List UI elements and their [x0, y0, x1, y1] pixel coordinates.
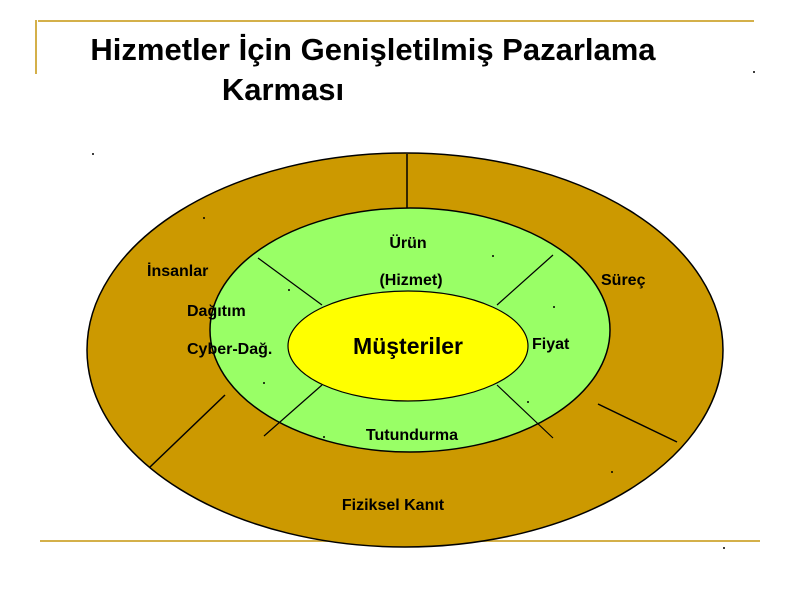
- center-label: Müşteriler: [353, 333, 463, 359]
- inner-top-label-line-1: Ürün: [389, 233, 426, 252]
- decor-dot: [288, 289, 290, 291]
- inner-top-label-line-2: (Hizmet): [379, 272, 442, 289]
- decor-dot: [527, 401, 529, 403]
- outer-left-label: İnsanlar: [147, 262, 208, 280]
- outer-bottom-label: Fiziksel Kanıt: [342, 497, 445, 514]
- title-top-rule: [38, 20, 754, 22]
- inner-bottom-label: Tutundurma: [366, 427, 458, 444]
- decor-dot: [753, 71, 755, 73]
- decor-dot: [723, 547, 725, 549]
- decor-dot: [263, 382, 265, 384]
- decor-dot: [492, 255, 494, 257]
- inner-right-label: Fiyat: [532, 336, 570, 353]
- inner-divider-bottom-left: [263, 384, 323, 437]
- decor-dot: [611, 471, 613, 473]
- decor-dot: [92, 153, 94, 155]
- outer-divider-right: [597, 403, 678, 443]
- decor-dot: [553, 306, 555, 308]
- decor-dot: [203, 217, 205, 219]
- slide-title-line-2: Karması: [221, 72, 345, 107]
- outer-right-label: Süreç: [601, 272, 646, 289]
- inner-left-label-line-2: Cyber-Dağ.: [187, 341, 272, 358]
- slide-title-line-1: Hizmetler İçin Genişletilmiş Pazarlama: [90, 32, 656, 67]
- inner-divider-bottom-right: [496, 384, 554, 439]
- title-left-rule: [35, 20, 37, 74]
- inner-left-label-line-1: Dağıtım: [187, 303, 246, 320]
- outer-divider-left: [149, 394, 226, 468]
- center-ellipse: [287, 290, 529, 402]
- decor-dot: [323, 436, 325, 438]
- slide-title: Hizmetler İçin Genişletilmiş Pazarlama K…: [38, 30, 758, 110]
- inner-divider-top-left: [257, 257, 323, 306]
- inner-divider-top-right: [496, 254, 554, 306]
